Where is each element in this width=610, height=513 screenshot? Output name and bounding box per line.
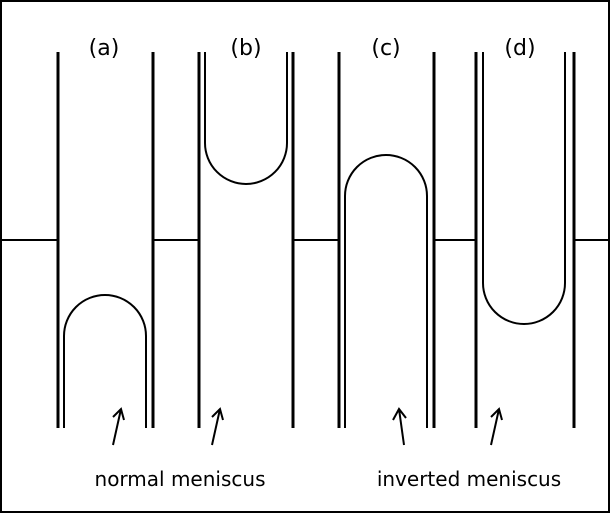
panel-label-a: (a) [89,36,120,61]
caption-normal-meniscus: normal meniscus [95,467,266,491]
panel-a: (a) [56,36,155,446]
meniscus-surface [63,294,147,428]
arrow [112,407,125,446]
panel-b: (b) [197,36,295,446]
arrow [490,407,503,446]
arrow [211,407,224,446]
panel-c: (c) [337,36,436,446]
panel-label-b: (b) [230,36,261,61]
arrow [392,407,407,446]
meniscus-surface [204,52,288,185]
panel-label-c: (c) [371,36,400,61]
panel-d: (d) [474,36,576,446]
panel-label-d: (d) [504,36,535,61]
meniscus-surface [344,154,428,428]
caption-inverted-meniscus: inverted meniscus [377,467,561,491]
meniscus-surface [482,52,566,325]
